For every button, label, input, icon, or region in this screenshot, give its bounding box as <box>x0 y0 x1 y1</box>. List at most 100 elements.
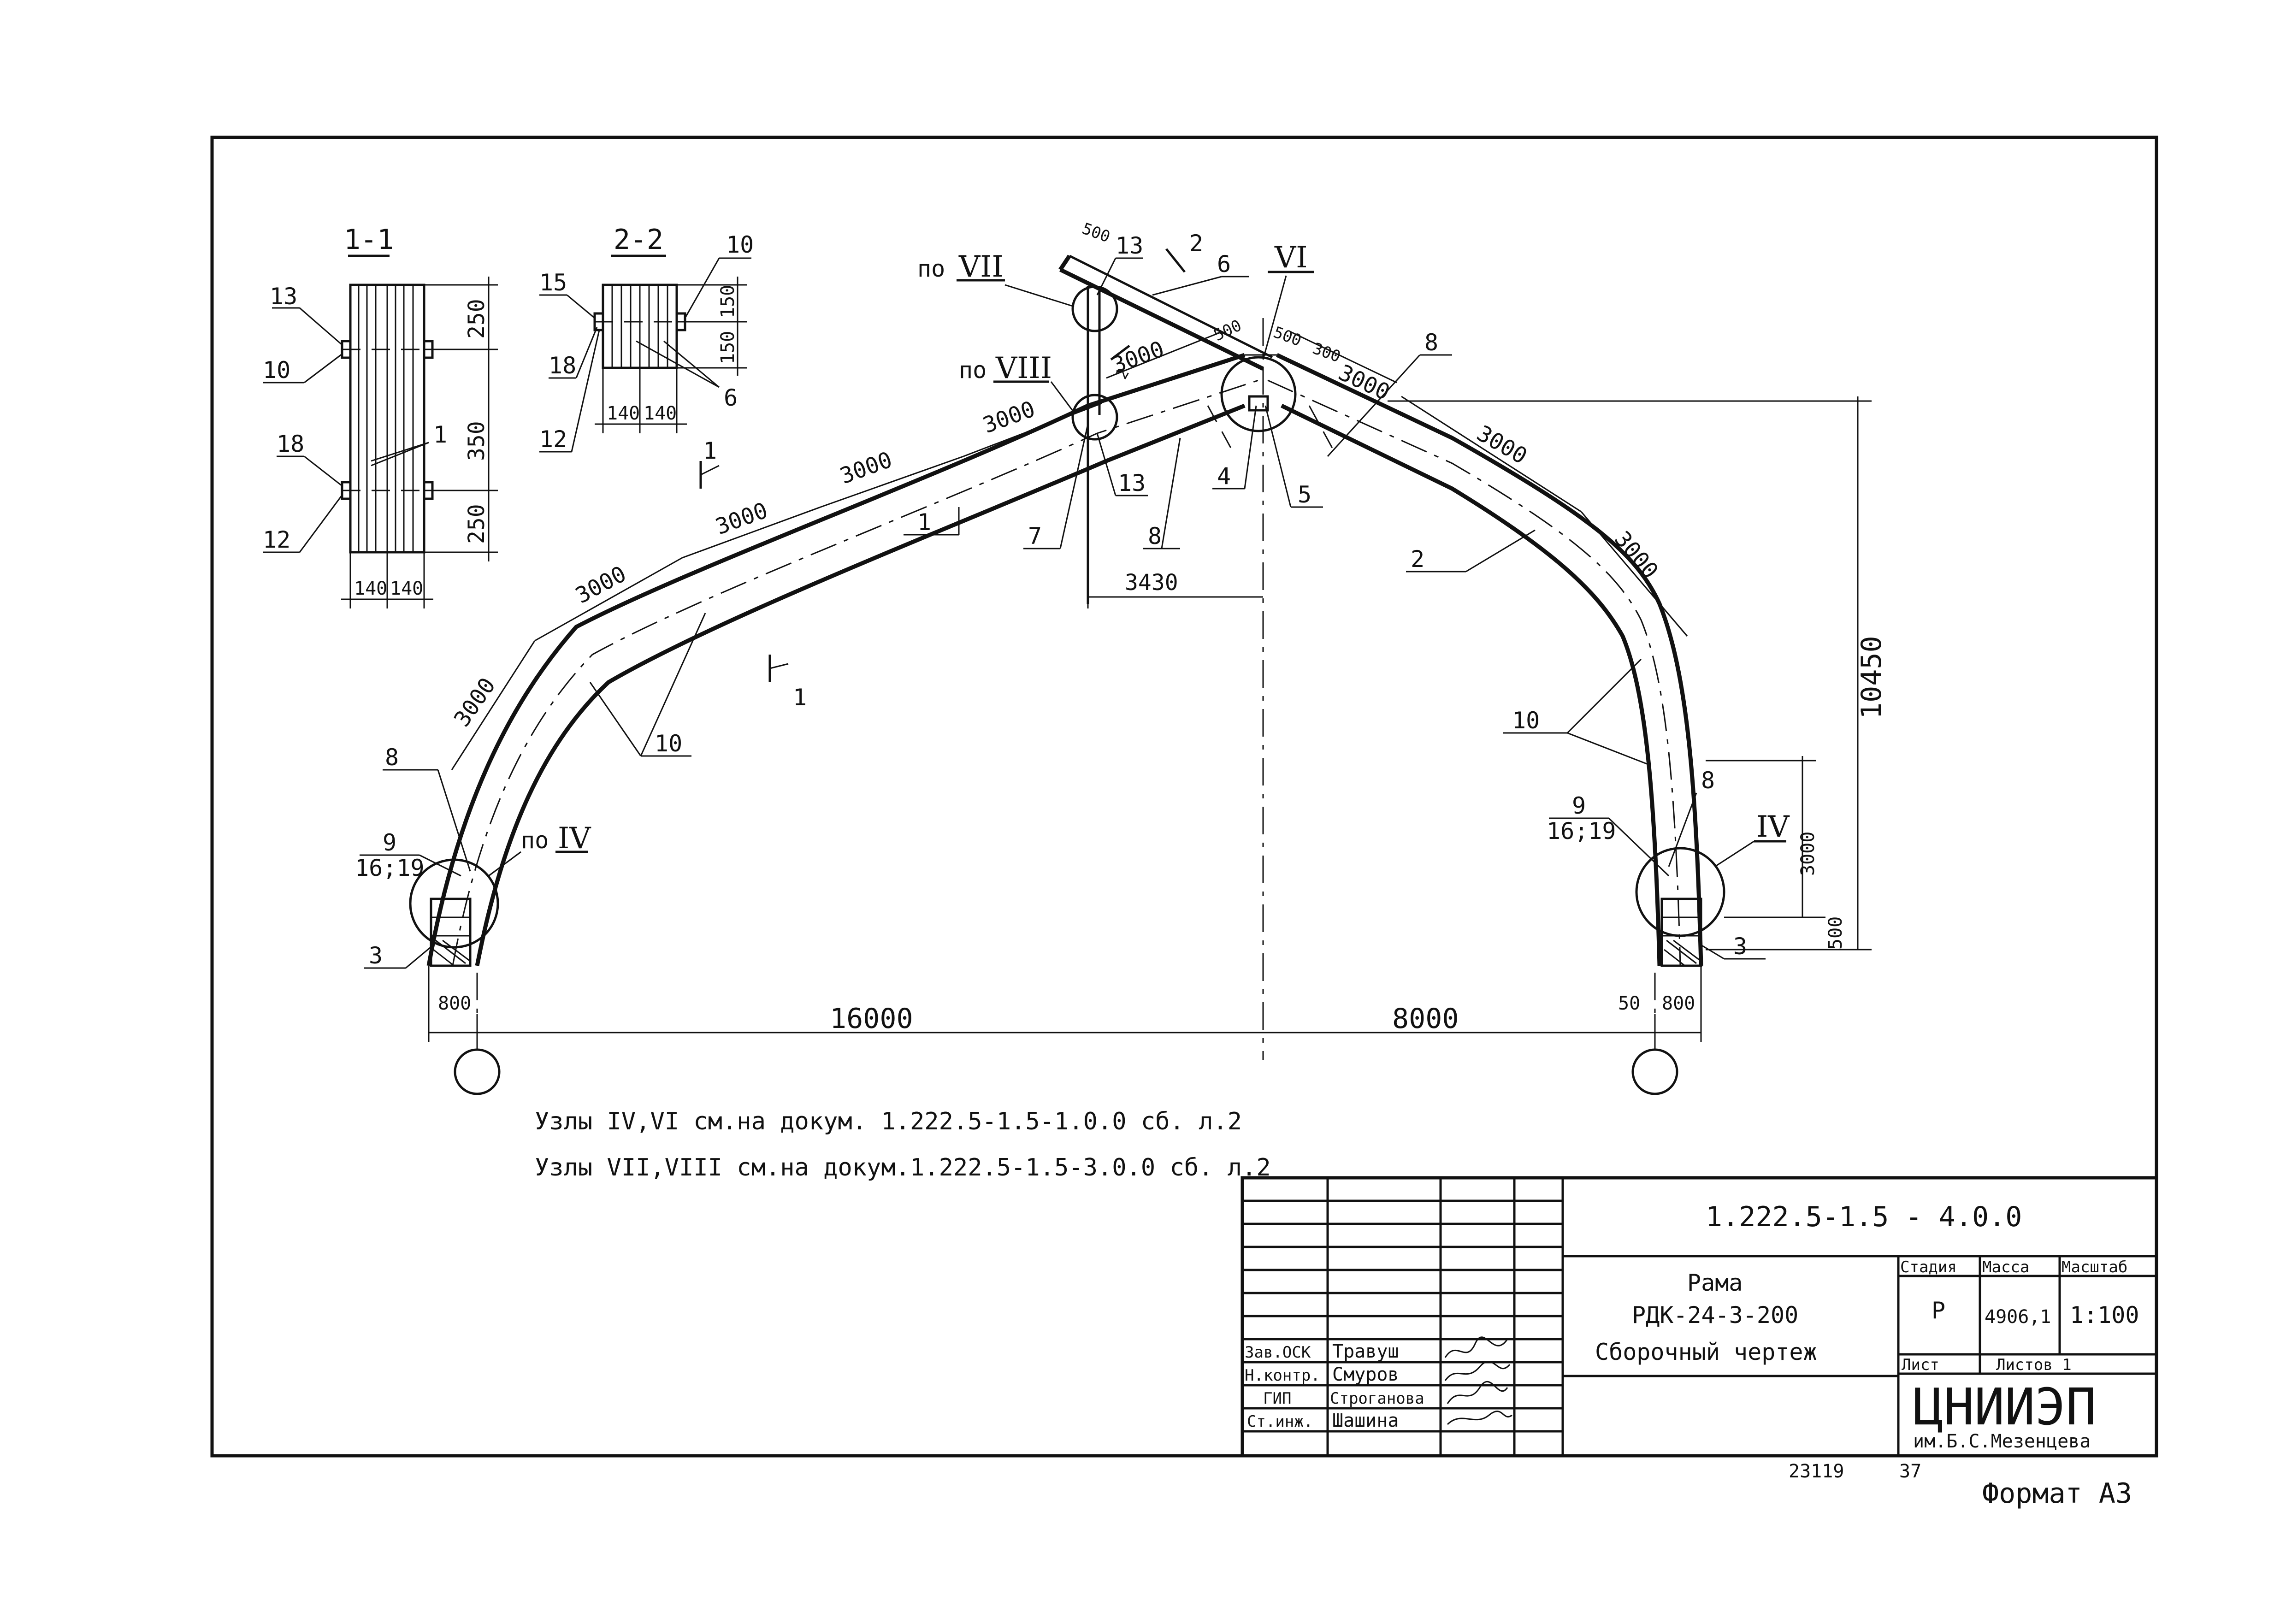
node-vi: VI <box>1274 241 1308 275</box>
s1-label-10: 10 <box>263 357 290 384</box>
section-1-1-title: 1-1 <box>344 224 394 256</box>
role-4: Ст.инж. <box>1247 1412 1313 1431</box>
footer-num: 37 <box>1899 1461 1921 1482</box>
callout-8-d: 8 <box>1701 767 1715 794</box>
dim-span-8000: 8000 <box>1392 1003 1459 1035</box>
s1-dim-top: 250 <box>464 299 490 339</box>
footer-inv: 23119 <box>1789 1461 1844 1482</box>
callouts: 1 2 3 3 4 5 6 7 8 8 8 <box>355 230 1766 969</box>
sheets-label: Листов 1 <box>1996 1356 2072 1374</box>
dim-base-800-right: 800 <box>1662 993 1695 1014</box>
s1-dim-mid: 350 <box>464 421 490 461</box>
callout-7: 7 <box>1028 523 1042 549</box>
stage-value: Р <box>1932 1297 1945 1324</box>
dim-left-3000-3: 3000 <box>712 497 771 540</box>
s1-width-left: 140 <box>354 578 387 599</box>
footer-format: Формат А3 <box>1982 1477 2132 1510</box>
name-1: Травуш <box>1332 1341 1399 1362</box>
callout-10-right: 10 <box>1512 707 1540 734</box>
s2-label-10: 10 <box>726 231 754 258</box>
cut-2-top: 2 <box>1189 230 1203 257</box>
s2-dim-top: 150 <box>717 285 738 318</box>
callout-3-left: 3 <box>369 942 383 969</box>
dim-base-50: 50 <box>1618 993 1640 1014</box>
note-line-1: Узлы IV,VI см.на докум. 1.222.5-1.5-1.0.… <box>535 1108 1242 1135</box>
s1-dim-bot: 250 <box>464 504 490 544</box>
callout-1: 1 <box>917 509 931 536</box>
s2-label-18: 18 <box>549 352 576 379</box>
node-viii: VIII <box>995 351 1052 385</box>
dim-top-500-c: 500 <box>1271 323 1304 350</box>
org-line-1: ЦНИИЭП <box>1913 1377 2096 1436</box>
stage-label: Стадия <box>1900 1258 1957 1276</box>
dim-3000-vertical: 3000 <box>1797 832 1819 876</box>
s1-label-1: 1 <box>433 421 447 448</box>
role-1: Зав.ОСК <box>1245 1343 1311 1362</box>
role-3: ГИП <box>1263 1389 1291 1408</box>
callout-9-left: 9 <box>383 829 396 856</box>
cut-1-bottom: 1 <box>793 684 807 711</box>
callout-13-top: 13 <box>1116 232 1143 259</box>
node-vii: VII <box>958 250 1004 284</box>
callout-2: 2 <box>1411 546 1424 573</box>
title-block: Зав.ОСК Н.контр. ГИП Ст.инж. Травуш Смур… <box>1241 1176 2158 1458</box>
mass-label: Масса <box>1982 1258 2029 1276</box>
callout-8-b: 8 <box>1424 329 1438 356</box>
note-line-2: Узлы VII,VIII см.на докум.1.222.5-1.5-3.… <box>535 1154 1271 1181</box>
callout-8-a: 8 <box>1148 523 1162 549</box>
section-2-2-title: 2-2 <box>614 224 663 256</box>
callout-6: 6 <box>1217 251 1231 278</box>
callout-3-right: 3 <box>1733 933 1747 960</box>
section-1-1: 1-1 250 350 250 140 140 13 10 <box>263 224 498 608</box>
s1-label-18: 18 <box>277 431 304 457</box>
name-line-3: Сборочный чертеж <box>1595 1339 1817 1365</box>
s2-dim-bot: 150 <box>717 331 738 364</box>
dim-left-3000-2: 3000 <box>571 561 630 609</box>
dim-left-3000-1: 3000 <box>449 673 501 732</box>
s2-label-6: 6 <box>724 384 738 411</box>
main-frame <box>409 254 1725 1095</box>
scale-value: 1:100 <box>2070 1302 2139 1329</box>
node-iv-left: IV <box>558 821 591 856</box>
s2-width-right: 140 <box>644 403 677 424</box>
dim-top-500-a: 500 <box>1080 219 1112 247</box>
scale-label: Масштаб <box>2062 1258 2127 1276</box>
dim-10450: 10450 <box>1855 636 1888 719</box>
name-4: Шашина <box>1332 1410 1399 1431</box>
callout-10-left: 10 <box>655 730 682 757</box>
dim-top-300: 300 <box>1310 339 1343 366</box>
signature-1 <box>1444 1336 1508 1358</box>
node-po-vii: по <box>917 255 945 282</box>
name-2: Смуров <box>1332 1364 1399 1385</box>
node-iv-right: IV <box>1756 810 1790 844</box>
callout-4: 4 <box>1217 463 1231 490</box>
name-3: Строганова <box>1330 1389 1424 1408</box>
callout-8-c: 8 <box>385 744 399 771</box>
section-2-2: 2-2 150 150 140 140 15 18 12 <box>539 224 754 453</box>
cut-1-top: 1 <box>703 437 717 464</box>
callout-9-right: 9 <box>1572 792 1586 819</box>
node-po-iv-left: по <box>521 827 549 854</box>
dim-span-16000: 16000 <box>830 1003 913 1035</box>
s2-label-15: 15 <box>539 269 567 296</box>
s1-label-12: 12 <box>263 526 290 553</box>
sheet-label: Лист <box>1902 1356 1939 1374</box>
signature-3 <box>1447 1381 1508 1404</box>
name-line-2: РДК-24-3-200 <box>1632 1302 1798 1329</box>
mass-value: 4906,1 <box>1985 1306 2051 1328</box>
name-line-1: Рама <box>1687 1270 1743 1296</box>
callout-13-lower: 13 <box>1118 470 1146 496</box>
callout-16-19-left: 16;19 <box>355 855 425 881</box>
org-line-2: им.Б.С.Мезенцева <box>1913 1431 2091 1452</box>
node-labels: по VII по VIII VI по IV IV <box>488 241 1790 877</box>
signature-4 <box>1447 1411 1512 1425</box>
s1-width-right: 140 <box>390 578 423 599</box>
sheet-frame <box>210 136 2158 1458</box>
s2-width-left: 140 <box>607 403 640 424</box>
dim-base-800-left: 800 <box>438 993 471 1014</box>
dim-left-3000-4: 3000 <box>837 447 896 489</box>
callout-16-19-right: 16;19 <box>1547 818 1616 844</box>
node-po-viii: по <box>959 357 987 384</box>
callout-5: 5 <box>1298 481 1311 508</box>
